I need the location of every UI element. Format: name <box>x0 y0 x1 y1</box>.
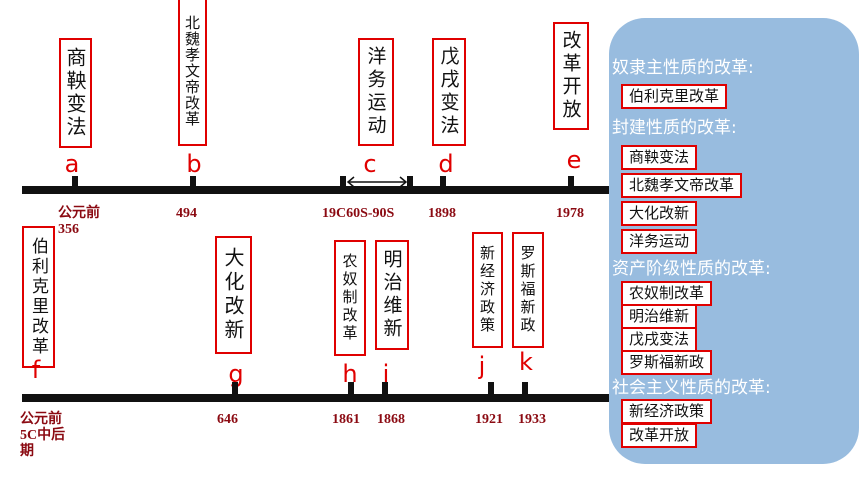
event-tick-e <box>568 176 574 191</box>
event-box-k: 罗斯福新政 <box>512 232 544 348</box>
event-box-g: 大化改新 <box>215 236 252 354</box>
timeline-bottom-axis <box>22 394 612 402</box>
category-item: 伯利克里改革 <box>621 84 728 109</box>
category-item: 洋务运动 <box>621 229 698 254</box>
event-letter-g: g <box>228 360 244 388</box>
event-letter-k: k <box>519 348 533 376</box>
event-year-b: 494 <box>176 206 197 221</box>
event-letter-i: i <box>382 360 390 388</box>
event-letter-a: a <box>64 150 80 178</box>
event-tick-d <box>440 176 446 191</box>
event-box-a: 商鞅变法 <box>59 38 92 148</box>
category-feudal: 封建性质的改革: <box>612 118 737 138</box>
event-box-h: 农奴制改革 <box>334 240 366 356</box>
event-tick-i <box>382 382 388 397</box>
event-box-b: 北魏孝文帝改革 <box>178 0 207 146</box>
event-year-f: 公元前5C中后期 <box>20 412 66 459</box>
event-tick-g <box>232 382 238 397</box>
event-tick-a <box>72 176 78 191</box>
event-year-d: 1898 <box>428 206 456 221</box>
event-box-f: 伯利克里改革 <box>22 226 55 368</box>
event-box-d: 戊戌变法 <box>432 38 466 146</box>
event-tick-c-end <box>407 176 413 191</box>
event-letter-d: d <box>438 150 454 178</box>
event-letter-f: f <box>31 356 41 384</box>
category-bourgeois: 资产阶级性质的改革: <box>612 259 771 279</box>
category-item: 新经济政策 <box>621 399 713 424</box>
event-tick-k <box>522 382 528 397</box>
event-year-a: 公元前356 <box>58 206 100 237</box>
event-letter-h: h <box>342 360 358 388</box>
timeline-top-axis <box>22 186 612 194</box>
category-item: 罗斯福新政 <box>621 350 713 375</box>
category-item: 农奴制改革 <box>621 281 713 306</box>
category-item: 商鞅变法 <box>621 145 698 170</box>
event-year-h: 1861 <box>332 412 360 427</box>
event-letter-c: c <box>363 150 377 178</box>
event-year-e: 1978 <box>556 206 584 221</box>
event-year-i: 1868 <box>377 412 405 427</box>
event-year-c: 19C60S-90S <box>322 206 395 221</box>
event-box-c: 洋务运动 <box>358 38 394 146</box>
category-item: 北魏孝文帝改革 <box>621 173 743 198</box>
event-tick-c-start <box>340 176 346 191</box>
event-letter-e: e <box>566 146 582 174</box>
event-tick-h <box>348 382 354 397</box>
category-item: 明治维新 <box>621 304 698 329</box>
event-year-k: 1933 <box>518 412 546 427</box>
event-letter-j: j <box>478 352 486 380</box>
category-item: 戊戌变法 <box>621 327 698 352</box>
category-socialist: 社会主义性质的改革: <box>612 378 771 398</box>
period-double-arrow <box>346 176 408 188</box>
event-box-e: 改革开放 <box>553 22 589 130</box>
event-year-g: 646 <box>217 412 238 427</box>
category-item: 大化改新 <box>621 201 698 226</box>
event-box-j: 新经济政策 <box>472 232 503 348</box>
event-tick-j <box>488 382 494 397</box>
event-tick-b <box>190 176 196 191</box>
category-slave-owner: 奴隶主性质的改革: <box>612 58 754 78</box>
category-item: 改革开放 <box>621 423 698 448</box>
event-letter-b: b <box>186 150 202 178</box>
event-box-i: 明治维新 <box>375 240 409 350</box>
event-year-j: 1921 <box>475 412 503 427</box>
